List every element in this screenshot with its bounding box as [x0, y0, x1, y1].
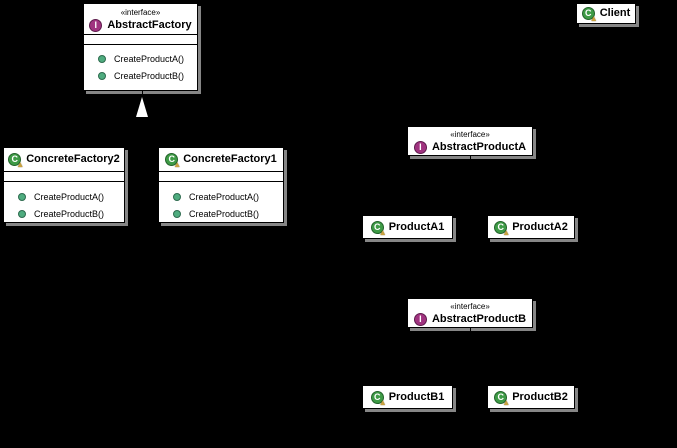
- class-icon: C▲: [370, 390, 387, 407]
- class-name: AbstractFactory: [107, 18, 192, 31]
- class-icon: C▲: [494, 390, 511, 407]
- class-icon: C▲: [581, 7, 598, 23]
- warning-decorator-icon: ▲: [589, 14, 598, 23]
- attributes-compartment: [159, 171, 283, 181]
- class-box-concretefactory2[interactable]: C▲ ConcreteFactory2 CreateProductA() Cre…: [3, 147, 125, 223]
- method-item[interactable]: CreateProductA(): [4, 188, 124, 205]
- warning-decorator-icon: ▲: [502, 397, 511, 407]
- warning-decorator-icon: ▲: [378, 227, 387, 237]
- class-name: AbstractProductA: [431, 140, 527, 153]
- class-box-productb1[interactable]: C▲ ProductB1: [362, 385, 453, 409]
- class-name: ConcreteFactory2: [26, 153, 120, 165]
- attributes-compartment: [84, 34, 197, 44]
- class-title: «interface» I AbstractFactory: [84, 4, 197, 34]
- generalization-arrowhead-icon[interactable]: [136, 97, 148, 117]
- class-box-abstractproducta[interactable]: «interface» I AbstractProductA: [407, 126, 533, 156]
- operations-compartment: CreateProductA() CreateProductB(): [159, 181, 283, 222]
- class-name: ProductA2: [512, 220, 568, 233]
- method-label: CreateProductA(): [34, 191, 105, 202]
- method-item[interactable]: CreateProductA(): [84, 50, 197, 67]
- class-title: C▲ ConcreteFactory2: [4, 148, 124, 171]
- warning-decorator-icon: ▲: [378, 397, 387, 407]
- class-title: «interface» I AbstractProductA: [408, 127, 532, 155]
- connector-line: [470, 328, 471, 333]
- method-item[interactable]: CreateProductB(): [159, 205, 283, 222]
- class-box-abstractproductb[interactable]: «interface» I AbstractProductB: [407, 298, 533, 328]
- class-icon: C▲: [8, 153, 25, 169]
- method-item[interactable]: CreateProductB(): [84, 67, 197, 84]
- attributes-compartment: [4, 171, 124, 181]
- method-label: CreateProductB(): [114, 70, 185, 81]
- class-box-productb2[interactable]: C▲ ProductB2: [487, 385, 575, 409]
- class-box-producta2[interactable]: C▲ ProductA2: [487, 215, 575, 239]
- class-title: «interface» I AbstractProductB: [408, 299, 532, 327]
- class-name: ConcreteFactory1: [183, 153, 277, 165]
- method-label: CreateProductB(): [189, 208, 260, 219]
- class-icon: C▲: [165, 153, 182, 169]
- method-label: CreateProductA(): [114, 53, 185, 64]
- public-operation-icon: [98, 71, 106, 80]
- method-item[interactable]: CreateProductA(): [159, 188, 283, 205]
- class-icon: C▲: [370, 220, 387, 237]
- class-name: ProductA1: [388, 220, 445, 233]
- stereotype-label: «interface»: [120, 7, 161, 17]
- method-label: CreateProductB(): [34, 208, 105, 219]
- connector-line: [470, 156, 471, 161]
- public-operation-icon: [173, 209, 181, 218]
- stereotype-label: «interface»: [450, 301, 490, 311]
- warning-decorator-icon: ▲: [173, 160, 182, 169]
- class-title: C▲ ConcreteFactory1: [159, 148, 283, 171]
- warning-decorator-icon: ▲: [502, 227, 511, 237]
- interface-icon: I: [413, 140, 427, 154]
- warning-decorator-icon: ▲: [16, 160, 25, 169]
- connector-line: [142, 91, 143, 97]
- operations-compartment: CreateProductA() CreateProductB(): [4, 181, 124, 222]
- method-label: CreateProductA(): [189, 191, 260, 202]
- class-box-producta1[interactable]: C▲ ProductA1: [362, 215, 453, 239]
- class-name: Client: [599, 7, 631, 19]
- interface-icon: I: [89, 18, 103, 32]
- class-name: ProductB1: [388, 390, 445, 403]
- public-operation-icon: [18, 209, 26, 218]
- public-operation-icon: [18, 192, 26, 201]
- class-box-abstractfactory[interactable]: «interface» I AbstractFactory CreateProd…: [83, 3, 198, 91]
- class-box-concretefactory1[interactable]: C▲ ConcreteFactory1 CreateProductA() Cre…: [158, 147, 284, 223]
- public-operation-icon: [173, 192, 181, 201]
- operations-compartment: CreateProductA() CreateProductB(): [84, 44, 197, 84]
- method-item[interactable]: CreateProductB(): [4, 205, 124, 222]
- class-name: ProductB2: [512, 390, 568, 403]
- interface-icon: I: [413, 312, 427, 326]
- class-name: AbstractProductB: [431, 312, 527, 325]
- public-operation-icon: [98, 54, 106, 63]
- class-icon: C▲: [494, 220, 511, 237]
- stereotype-label: «interface»: [450, 129, 490, 139]
- class-box-client[interactable]: C▲ Client: [576, 3, 636, 24]
